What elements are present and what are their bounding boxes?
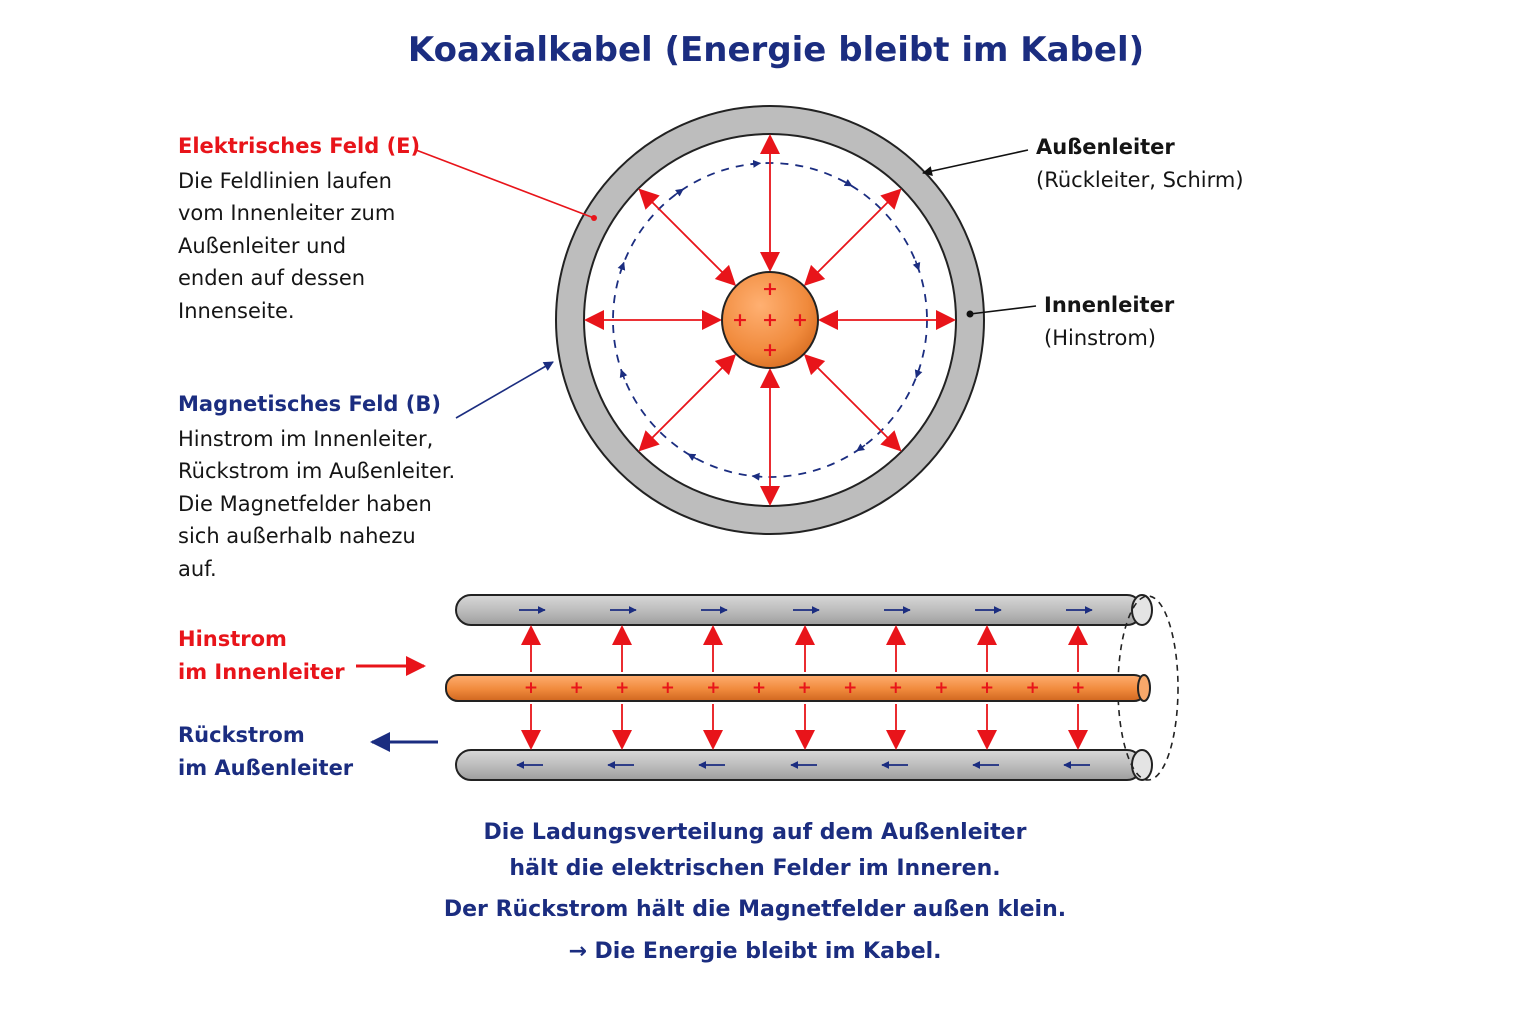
e-field-arrow	[803, 353, 902, 452]
outer-conductor-label: Außenleiter (Rückleiter, Schirm)	[1036, 131, 1244, 196]
b-field-text-line: sich außerhalb nahezu	[178, 524, 416, 548]
inner-conductor-core	[721, 271, 819, 369]
forward-current-label: Hinstrom im Innenleiter	[178, 623, 345, 688]
e-field-text-line: vom Innenleiter zum	[178, 201, 396, 225]
charge-plus: +	[752, 678, 766, 698]
summary-line: Der Rückstrom hält die Magnetfelder auße…	[443, 897, 1067, 922]
magnetic-field-direction-arrow	[750, 159, 762, 168]
e-field-text-line: Außenleiter und	[178, 233, 347, 258]
summary-conclusion: → Die Energie bleibt im Kabel.	[568, 939, 942, 964]
outer-conductor-subtitle: (Rückleiter, Schirm)	[1036, 167, 1244, 192]
e-field-arrow	[638, 353, 737, 452]
magnetic-field-direction-arrow	[617, 261, 626, 273]
b-field-annotation: Magnetisches Feld (B) Hinstrom im Innenl…	[178, 388, 455, 585]
forward-current-line2: im Innenleiter	[178, 659, 345, 684]
return-current-label: Rückstrom im Außenleiter	[178, 719, 353, 784]
b-field-text-line: Die Magnetfelder haben	[178, 491, 432, 516]
b-field-callout-arrow	[455, 361, 554, 419]
charge-plus: +	[1025, 678, 1039, 698]
magnetic-field-direction-arrow	[856, 443, 866, 452]
charge-plus: +	[706, 678, 720, 698]
magnetic-field-direction-arrow	[619, 369, 628, 380]
charge-plus: +	[762, 278, 778, 300]
charge-plus: +	[980, 678, 994, 698]
summary-line: Die Ladungsverteilung auf dem Außenleite…	[483, 820, 1027, 845]
charge-plus: +	[1071, 678, 1085, 698]
magnetic-field-direction-arrow	[912, 260, 921, 271]
charge-plus: +	[762, 339, 778, 361]
inner-conductor-subtitle: (Hinstrom)	[1044, 325, 1156, 350]
magnetic-field-direction-arrow	[687, 453, 698, 462]
e-field-heading: Elektrisches Feld (E)	[178, 134, 421, 158]
outer-conductor-edge-outer	[555, 105, 985, 535]
outer-conductor-title: Außenleiter	[1036, 135, 1175, 159]
electric-field-arrows	[584, 134, 956, 506]
magnetic-field-direction-arrow	[751, 472, 763, 481]
charge-plus: +	[569, 678, 583, 698]
magnetic-field-direction-arrow	[674, 188, 684, 197]
outer-conductor-callout-arrow	[922, 149, 1029, 176]
e-field-callout-dot	[591, 215, 597, 221]
e-field-text-line: Innenseite.	[178, 298, 295, 323]
charge-plus: +	[524, 678, 538, 698]
summary-line: hält die elektrischen Felder im Inneren.	[509, 856, 1001, 881]
charge-plus: +	[732, 309, 748, 331]
tube-end-bottom	[1131, 749, 1153, 781]
magnetic-field-direction-arrow	[914, 367, 923, 379]
charge-plus: +	[797, 678, 811, 698]
e-field-callout-line	[415, 149, 595, 219]
charge-plus: +	[843, 678, 857, 698]
charge-plus: +	[615, 678, 629, 698]
current-direction-arrows	[516, 606, 1093, 769]
inner-conductor-callout-dot	[966, 310, 974, 318]
e-field-arrow	[803, 188, 902, 287]
page-title: Koaxialkabel (Energie bleibt im Kabel)	[407, 30, 1145, 70]
inner-conductor-wire	[445, 674, 1147, 702]
tube-end-top	[1131, 594, 1153, 626]
charge-plus: +	[934, 678, 948, 698]
charge-plus: +	[889, 678, 903, 698]
b-field-text-line: Hinstrom im Innenleiter,	[178, 426, 434, 451]
e-field-text-line: enden auf dessen	[178, 266, 366, 290]
core-charges: + + + + +	[732, 278, 808, 361]
longitudinal-field-arrows	[521, 625, 1088, 750]
e-field-arrow	[638, 188, 737, 287]
wire-charges: + + + + + + + + + + + + +	[524, 678, 1085, 698]
magnetic-field-direction-arrow	[842, 178, 853, 187]
wire-end	[1137, 674, 1151, 702]
b-field-text-line: auf.	[178, 556, 217, 581]
charge-plus: +	[661, 678, 675, 698]
charge-plus: +	[762, 309, 778, 331]
return-current-line2: im Außenleiter	[178, 755, 354, 780]
inner-conductor-label: Innenleiter (Hinstrom)	[1044, 289, 1174, 354]
e-field-annotation: Elektrisches Feld (E) Die Feldlinien lau…	[178, 130, 420, 327]
inner-conductor-callout-line	[969, 305, 1037, 315]
e-field-text-line: Die Feldlinien laufen	[178, 168, 392, 193]
charge-plus: +	[792, 309, 808, 331]
b-field-text-line: Rückstrom im Außenleiter.	[178, 459, 456, 483]
return-current-line1: Rückstrom	[178, 723, 305, 747]
outer-conductor-ring	[556, 106, 984, 534]
b-field-heading: Magnetisches Feld (B)	[178, 392, 441, 416]
forward-current-line1: Hinstrom	[178, 627, 287, 651]
inner-conductor-title: Innenleiter	[1044, 293, 1175, 317]
